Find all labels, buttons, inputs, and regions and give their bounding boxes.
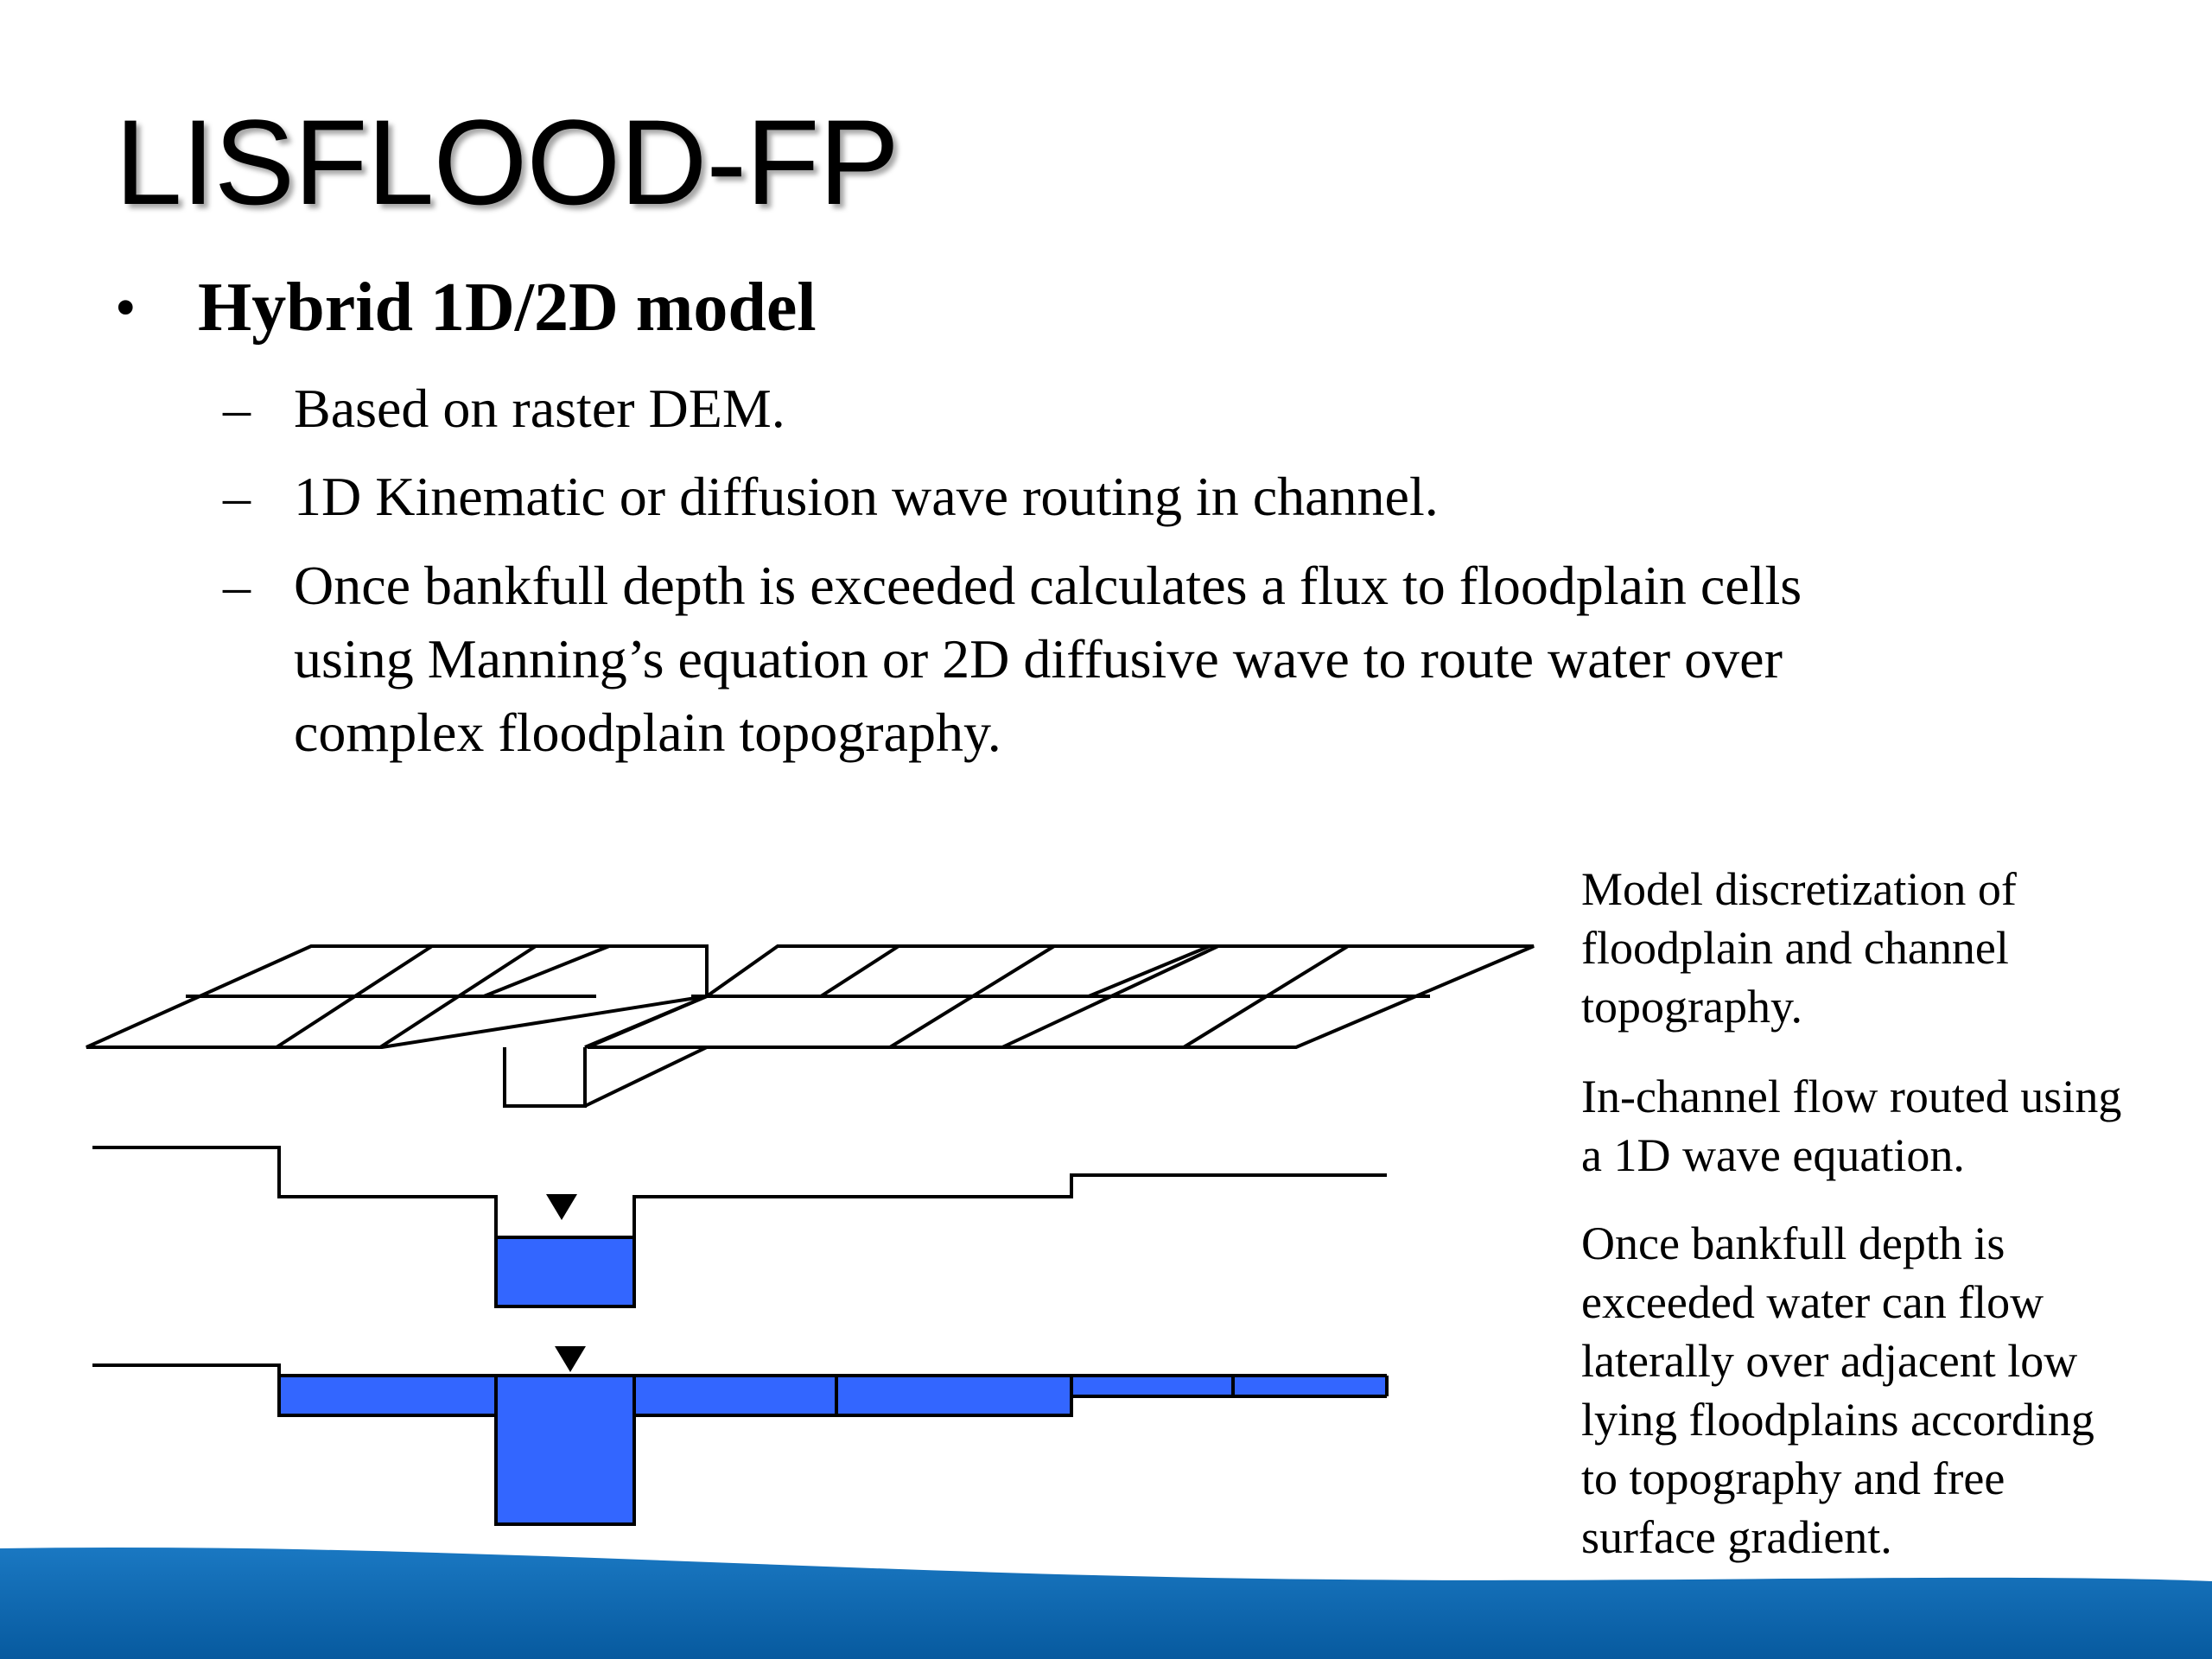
caption-floodplain-flow: Once bankfull depth is exceeded water ca…	[1581, 1214, 2186, 1567]
grid-line	[819, 944, 900, 998]
sub-bullet-text: Once bankfull depth is exceeded calculat…	[294, 549, 2039, 769]
grid-line	[378, 944, 537, 1049]
grid-right-panel	[587, 944, 1535, 1049]
floodplain-water	[279, 1376, 1071, 1415]
channel-edge	[584, 1046, 708, 1108]
water-level-marker-icon	[546, 1194, 577, 1220]
caption-line: to topography and free	[1581, 1452, 2005, 1504]
grid-line	[1088, 944, 1211, 998]
sub-bullet-line: using Manning’s equation or 2D diffusive…	[294, 628, 1783, 690]
sub-bullet-marker: –	[223, 555, 251, 616]
caption-line: laterally over adjacent low	[1581, 1335, 2078, 1387]
channel-water	[496, 1376, 634, 1524]
grid-line	[888, 944, 1056, 1049]
sub-bullet-text: Based on raster DEM.	[294, 378, 785, 439]
slide-title: LISFLOOD-FP	[115, 94, 899, 230]
caption-line: floodplain and channel	[1581, 922, 2009, 974]
main-bullet-text: Hybrid 1D/2D model	[198, 270, 817, 346]
bullet-marker: •	[115, 275, 137, 341]
in-channel-section	[92, 1146, 1387, 1308]
water-level-marker-icon	[555, 1346, 586, 1372]
caption-in-channel: In-channel flow routed using a 1D wave e…	[1581, 1067, 2186, 1185]
channel-walls	[503, 1047, 587, 1108]
caption-discretization: Model discretization of floodplain and c…	[1581, 860, 2186, 1036]
caption-line: Model discretization of	[1581, 863, 2017, 915]
grid-left-panel	[86, 944, 709, 1049]
sub-bullet-marker: –	[223, 378, 251, 439]
cross-section-profile	[92, 1146, 1387, 1308]
caption-line: Once bankfull depth is	[1581, 1217, 2005, 1269]
caption-line: In-channel flow routed using	[1581, 1071, 2122, 1122]
caption-line: a 1D wave equation.	[1581, 1129, 1965, 1181]
grid-discretization	[86, 944, 1535, 1108]
sub-bullet-text: 1D Kinematic or diffusion wave routing i…	[294, 466, 1439, 527]
floodplain-flow-section	[92, 1346, 1389, 1526]
sub-bullet-line: complex floodplain topography.	[294, 702, 1001, 763]
sub-bullet-marker: –	[223, 466, 251, 527]
grid-line	[483, 944, 610, 998]
footer-band	[0, 1547, 2212, 1659]
grid-line	[1001, 944, 1219, 1049]
footer-wave	[0, 1547, 2212, 1659]
channel-water	[496, 1237, 634, 1306]
grid-line	[1182, 944, 1350, 1049]
floodplain-diagram	[86, 944, 1535, 1526]
grid-line	[275, 944, 434, 1049]
caption-line: lying floodplains according	[1581, 1394, 2094, 1446]
sub-bullet-line: Once bankfull depth is exceeded calculat…	[294, 555, 1802, 616]
floodplain-water	[1071, 1376, 1387, 1396]
caption-line: exceeded water can flow	[1581, 1276, 2044, 1328]
caption-line: topography.	[1581, 981, 1802, 1033]
caption-line: surface gradient.	[1581, 1511, 1892, 1563]
